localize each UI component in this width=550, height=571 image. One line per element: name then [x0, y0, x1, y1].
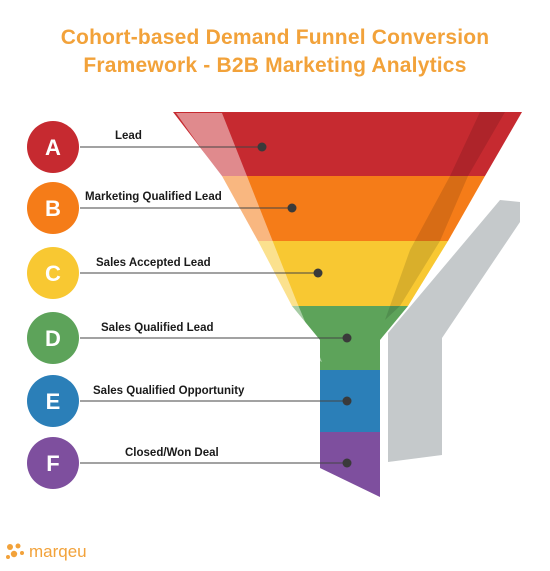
stage-circle-d: D — [27, 312, 79, 364]
brand-name: marqeu — [29, 542, 87, 561]
connector-dot-e — [342, 396, 352, 406]
stage-letter-b: B — [45, 196, 61, 221]
connector-dot-c — [313, 268, 323, 278]
funnel-highlight-right — [385, 112, 505, 320]
stage-circle-b: B — [27, 182, 79, 234]
stage-label-sales-qualified-lead: Sales Qualified Lead — [101, 322, 214, 334]
connector-lines — [80, 146, 347, 464]
stage-letter-e: E — [46, 389, 61, 414]
title-line-1: Cohort-based Demand Funnel Conversion — [60, 26, 490, 49]
stage-label-sales-qualified-opportunity: Sales Qualified Opportunity — [93, 385, 245, 397]
funnel-highlight-left — [176, 113, 322, 362]
stage-label-closed-won-deal: Closed/Won Deal — [125, 447, 219, 459]
stage-circle-a: A — [27, 121, 79, 173]
connector-dot-a — [257, 142, 267, 152]
stage-letter-a: A — [45, 135, 61, 160]
connector-dot-d — [342, 333, 352, 343]
stage-label-lead: Lead — [115, 130, 142, 142]
connector-dot-f — [342, 458, 352, 468]
stage-label-sales-accepted-lead: Sales Accepted Lead — [96, 257, 211, 269]
funnel-band-lead — [173, 112, 522, 176]
connector-dot-b — [287, 203, 297, 213]
stage-circle-f: F — [27, 437, 79, 489]
stage-letter-f: F — [46, 451, 59, 476]
funnel-shadow — [388, 200, 520, 462]
stage-circles: A B C D E F — [27, 121, 79, 489]
diagram-title: Cohort-based Demand Funnel Conversion Fr… — [0, 24, 550, 80]
stage-circle-c: C — [27, 247, 79, 299]
connector-dots — [257, 142, 352, 468]
stage-label-marketing-qualified-lead: Marketing Qualified Lead — [85, 191, 222, 203]
stage-circle-e: E — [27, 375, 79, 427]
funnel-band-sales-accepted-lead — [258, 241, 448, 306]
marqeu-logo-icon — [6, 543, 24, 559]
title-line-2: Framework - B2B Marketing Analytics — [83, 54, 467, 77]
brand-logo: marqeu — [4, 542, 87, 562]
stage-letter-d: D — [45, 326, 61, 351]
stage-letter-c: C — [45, 261, 61, 286]
funnel-band-marketing-qualified-lead — [222, 176, 485, 241]
